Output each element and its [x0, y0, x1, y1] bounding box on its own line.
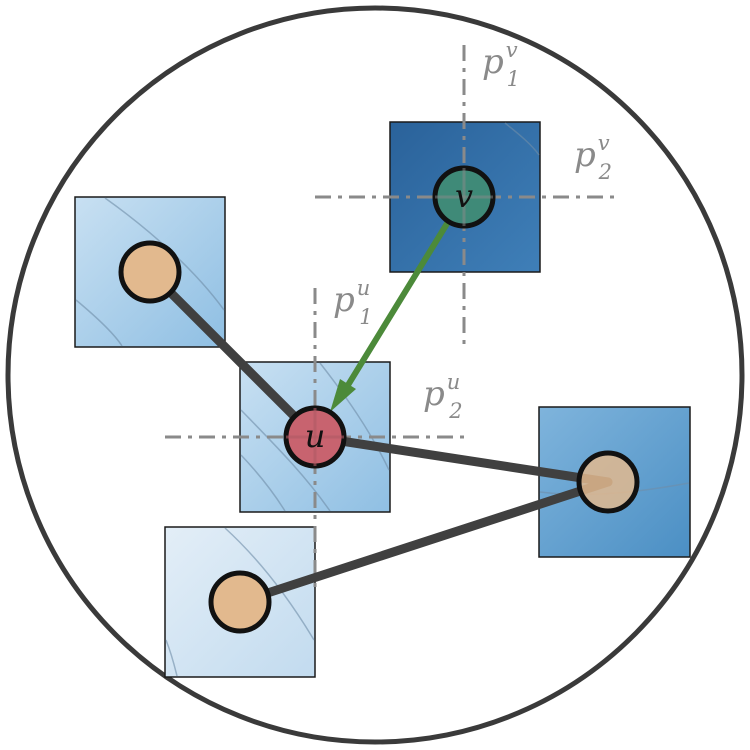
node-u-label: u: [305, 417, 326, 455]
edges: [145, 267, 613, 607]
message-arrow: [330, 219, 451, 412]
node-neighbor-bottomleft: [208, 570, 272, 634]
edge-u-right: [310, 432, 613, 487]
node-u: u: [283, 405, 347, 469]
node-neighbor-right: [576, 450, 640, 514]
node-v-label: v: [455, 177, 473, 215]
edge-u-topleft: [145, 267, 320, 442]
node-v: v: [432, 165, 496, 229]
node-neighbor-topleft: [118, 240, 182, 304]
edge-bottomleft-right: [235, 477, 613, 607]
